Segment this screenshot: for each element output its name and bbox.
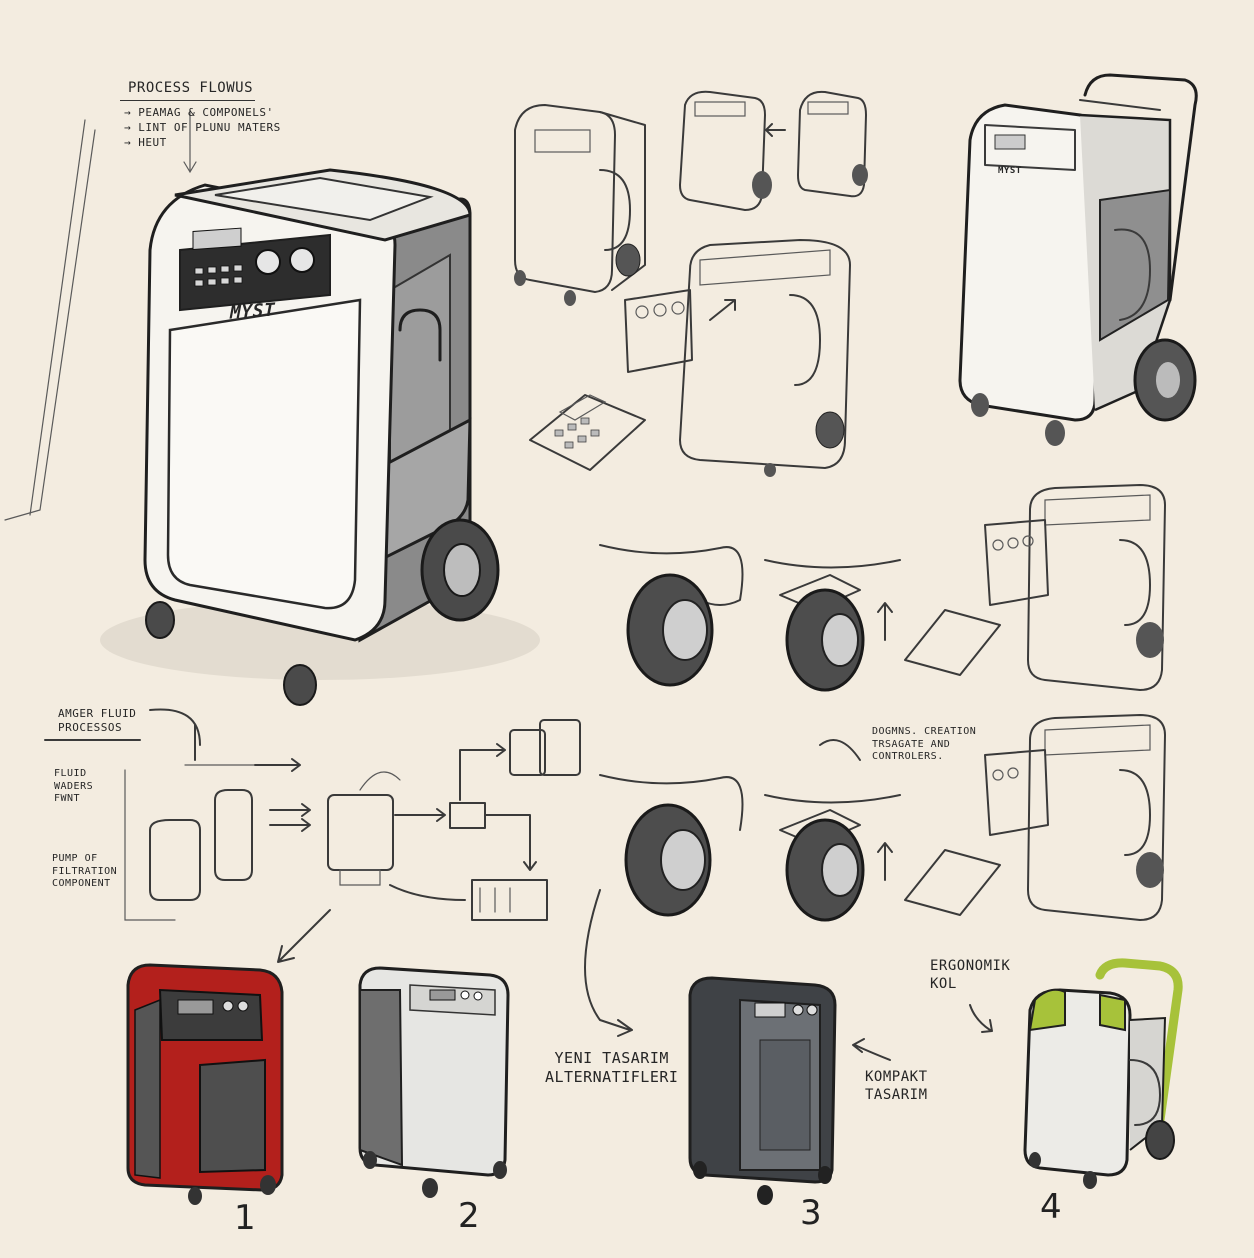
concept-2-grey: [358, 966, 510, 1198]
concept-number-4: 4: [1040, 1187, 1062, 1227]
pump-label: Pump of filtration component: [52, 853, 118, 889]
process-flow-diagram: [44, 708, 581, 963]
dogmns-label: Dogmns. creation Trsagate and controlers…: [872, 726, 977, 762]
concept-3-dark: [688, 976, 837, 1205]
small-machine-sketch-2: [679, 90, 786, 211]
arrow-to-ergonomic: [969, 1004, 993, 1033]
amger-label: Amger fluid Processos: [58, 707, 137, 734]
alternatives-label: Yeni tasarim alternatifleri: [545, 1049, 679, 1086]
modular-machine-sketch-1: [904, 484, 1166, 691]
modular-machine-sketch-2: [904, 714, 1166, 921]
concept-4-lime: [1023, 958, 1183, 1189]
process-item-2: → Lint of plunu maters: [124, 121, 281, 134]
concept-number-1: 1: [234, 1198, 256, 1238]
caster-study-row-1: [599, 544, 901, 692]
concept-number-2: 2: [458, 1196, 480, 1236]
ergonomic-label: Ergonomik kol: [930, 958, 1011, 992]
caster-study-row-2: [599, 739, 901, 922]
arrow-to-compact: [852, 1038, 891, 1061]
concept-1-red: [126, 963, 284, 1205]
arrow-to-alternatives: [584, 889, 633, 1037]
fluid-label: Fluid waders Fwnt: [54, 768, 94, 804]
keypad-sketch-1: [529, 394, 646, 471]
handle-machine-sketch: [958, 73, 1198, 446]
small-machine-sketch-1: [514, 104, 646, 306]
concept-number-3: 3: [800, 1193, 822, 1233]
main-machine-sketch: [100, 168, 540, 706]
brand-logo-small: MYST: [998, 166, 1022, 176]
process-title: Process Flowus: [128, 80, 254, 96]
small-machine-sketch-3: [797, 90, 868, 198]
exploded-module-sketch: [624, 239, 851, 477]
brand-logo: MYST: [230, 299, 276, 324]
compact-label: Kompakt tasarim: [865, 1069, 928, 1103]
process-item-3: → Heut: [124, 136, 167, 149]
paper-edge-line: [4, 129, 96, 521]
process-item-1: → Peamag & componels': [124, 106, 274, 119]
title-underline: [120, 100, 255, 101]
